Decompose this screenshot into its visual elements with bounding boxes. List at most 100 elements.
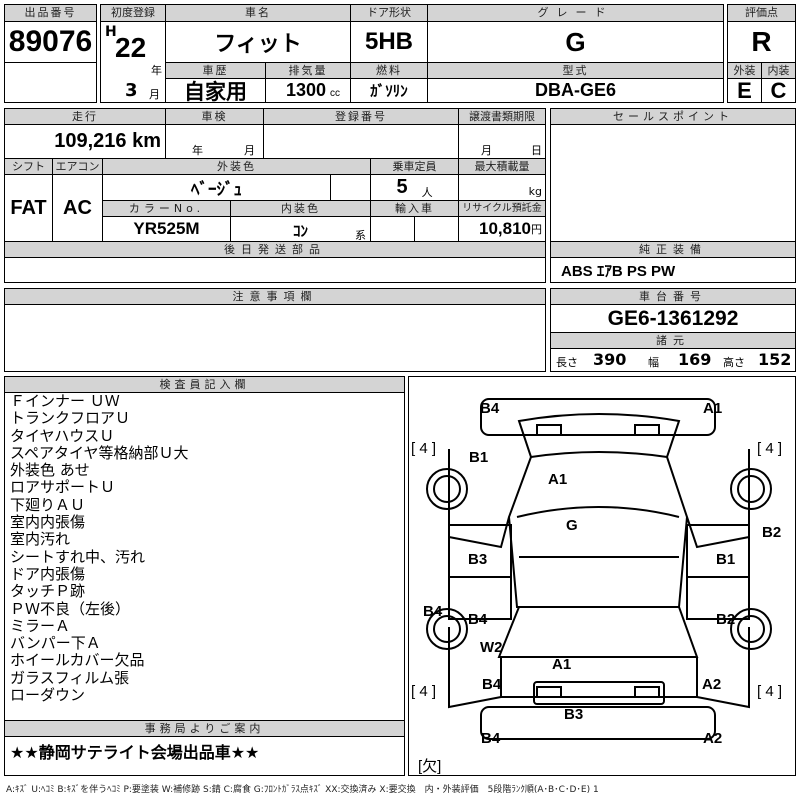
height: 152 <box>758 350 792 369</box>
int-color-cell: ｺﾝ 系 <box>230 216 371 242</box>
transfer-cell: 月日 <box>458 124 546 159</box>
tire-tread-rr: [ 4 ] <box>757 683 783 700</box>
ac-label: エアコン <box>52 158 103 175</box>
history: 自家用 <box>165 78 266 104</box>
note-line: ロアサポートＵ <box>10 478 116 497</box>
int-color-unit: 系 <box>355 229 366 242</box>
capacity-unit: 人 <box>421 186 433 199</box>
damage-mark: B4 <box>480 400 500 417</box>
first-reg-label: 初度登録 <box>100 4 166 22</box>
spare-tire-status: [欠] <box>418 758 442 775</box>
length: 390 <box>593 350 627 369</box>
equipment-label: 純正装備 <box>550 241 796 258</box>
damage-mark: B3 <box>468 551 488 568</box>
legend: A:ｷｽﾞ U:ﾍｺﾐ B:ｷｽﾞを伴うﾍｺﾐ P:要塗装 W:補修跡 S:錆 … <box>6 785 599 795</box>
displacement-label: 排気量 <box>265 62 351 79</box>
tire-tread-rl: [ 4 ] <box>411 683 437 700</box>
ac: AC <box>52 174 103 242</box>
damage-mark: A1 <box>552 656 572 673</box>
office-label: 事務局よりご案内 <box>4 720 405 737</box>
inspection-label: 車検 <box>165 108 264 125</box>
import-cell-2 <box>414 216 459 242</box>
lot-number: 89076 <box>4 21 97 63</box>
length-label: 長さ <box>556 356 578 369</box>
int-color-label: 内装色 <box>230 200 371 217</box>
width: 169 <box>678 350 712 369</box>
reg-year: 22 <box>115 32 147 63</box>
max-load-label: 最大積載量 <box>458 158 546 175</box>
ext-color-label: 外装色 <box>102 158 371 175</box>
door-label: ドア形状 <box>350 4 428 22</box>
damage-mark: G <box>566 517 578 534</box>
note-line: バンパー下Ａ <box>10 634 101 653</box>
transfer-month-unit: 月 <box>481 144 492 157</box>
max-load-unit: kg <box>528 185 542 198</box>
note-line: 室内汚れ <box>10 530 71 549</box>
ext-color: ﾍﾞｰｼﾞｭ <box>102 174 331 201</box>
transfer-label: 譲渡書類期限 <box>458 108 546 125</box>
note-line: 室内内張傷 <box>10 513 86 532</box>
fuel-label: 燃料 <box>350 62 428 79</box>
lot-label: 出品番号 <box>4 4 97 22</box>
damage-mark: B4 <box>423 603 443 620</box>
note-line: ＰＷ不良（左後） <box>10 599 131 618</box>
grade-label: グレード <box>427 4 724 22</box>
int-color: ｺﾝ <box>293 222 309 240</box>
inspector-box <box>4 376 405 776</box>
inspector-label: 検査員記入欄 <box>4 376 405 393</box>
insp-month-unit: 月 <box>244 144 255 157</box>
fuel: ｶﾞｿﾘﾝ <box>350 78 428 103</box>
note-line: タイヤハウスＵ <box>10 426 115 445</box>
width-label: 幅 <box>648 356 659 369</box>
capacity-label: 乗車定員 <box>370 158 459 175</box>
damage-mark: B2 <box>762 524 782 541</box>
note-line: タッチＰ跡 <box>10 582 86 601</box>
car-name: フィット <box>165 21 351 63</box>
damage-mark: B1 <box>469 449 489 466</box>
tire-tread-fr: [ 4 ] <box>757 440 783 457</box>
door-type: 5HB <box>350 21 428 63</box>
ext-score-label: 外装 <box>727 62 762 79</box>
damage-diagram <box>408 376 796 776</box>
damage-mark: B1 <box>716 551 736 568</box>
note-line: ホイールカバー欠品 <box>10 651 145 670</box>
damage-mark: A2 <box>702 676 722 693</box>
model-label: 型式 <box>427 62 724 79</box>
insp-year-unit: 年 <box>192 144 203 157</box>
score-label: 評価点 <box>727 4 796 22</box>
damage-mark: A1 <box>548 471 568 488</box>
capacity-value: 5 <box>396 176 408 198</box>
note-line: 下廻りＡＵ <box>10 495 86 514</box>
tire-tread-fl: [ 4 ] <box>411 440 437 457</box>
note-line: ガラスフィルム張 <box>10 668 130 687</box>
damage-mark: W2 <box>480 639 503 656</box>
inspector-notes: Ｆインナー ＵＷ トランクフロアＵ タイヤハウスＵ スペアタイヤ等格納部Ｕ大 外… <box>10 392 189 704</box>
era: H <box>105 24 117 40</box>
notes-label: 注意事項欄 <box>4 288 546 305</box>
model-code: DBA-GE6 <box>427 78 724 103</box>
recycle-label: リサイクル預託金 <box>458 200 546 217</box>
recycle-value: 10,810 <box>479 219 531 238</box>
grade: G <box>427 21 724 63</box>
shift: FAT <box>4 174 53 242</box>
overall-score: R <box>727 21 796 63</box>
note-line: ドア内張傷 <box>10 564 86 583</box>
month-unit: 月 <box>149 88 160 101</box>
office-message: ★★静岡サテライト会場出品車★★ <box>10 743 260 762</box>
chassis-label: 車台番号 <box>550 288 796 305</box>
damage-mark: B4 <box>482 676 502 693</box>
import-label: 輸入車 <box>370 200 459 217</box>
specs-label: 諸元 <box>550 332 796 349</box>
import-cell-1 <box>370 216 415 242</box>
note-line: 外装色 あせ <box>10 461 90 480</box>
int-score-label: 内装 <box>761 62 796 79</box>
specs-row: 長さ 390 幅 169 高さ 152 <box>550 348 796 372</box>
later-parts-cell <box>4 257 546 283</box>
displacement-unit: cc <box>330 88 341 99</box>
damage-mark: A2 <box>703 730 723 747</box>
mileage-label: 走行 <box>4 108 166 125</box>
inspection-cell: 年月 <box>165 124 264 159</box>
